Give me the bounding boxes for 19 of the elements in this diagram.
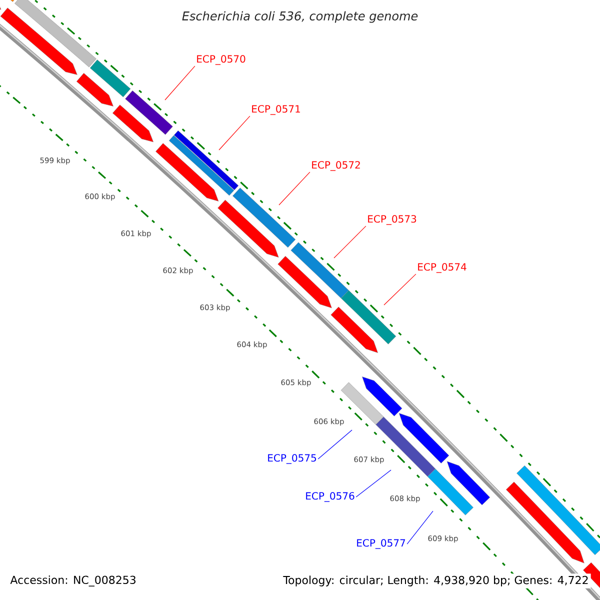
gene-label: ECP_0571	[252, 105, 300, 115]
title: Escherichia coli 536, complete genome	[182, 11, 418, 23]
leader-line	[278, 172, 310, 206]
leader-line	[406, 510, 434, 544]
gene-label: ECP_0574	[418, 263, 466, 273]
gene-label: ECP_0575	[268, 454, 316, 464]
leader-line	[384, 274, 416, 306]
gene-label: ECP_0577	[357, 539, 406, 549]
gene-label: ECP_0570	[197, 55, 246, 65]
genome-info-text: Topology: circular; Length: 4,938,920 bp; Genes: 4,722	[281, 574, 591, 588]
leader-line	[334, 226, 366, 258]
gene-label: ECP_0572	[312, 161, 360, 171]
leader-line	[356, 470, 392, 498]
gene-label: ECP_0576	[306, 492, 354, 502]
leader-line	[318, 430, 352, 460]
leader-line	[164, 66, 196, 100]
gene-label: ECP_0573	[368, 215, 416, 225]
accession-text: Accession: NC_008253	[10, 576, 136, 586]
leader-line	[218, 116, 250, 150]
